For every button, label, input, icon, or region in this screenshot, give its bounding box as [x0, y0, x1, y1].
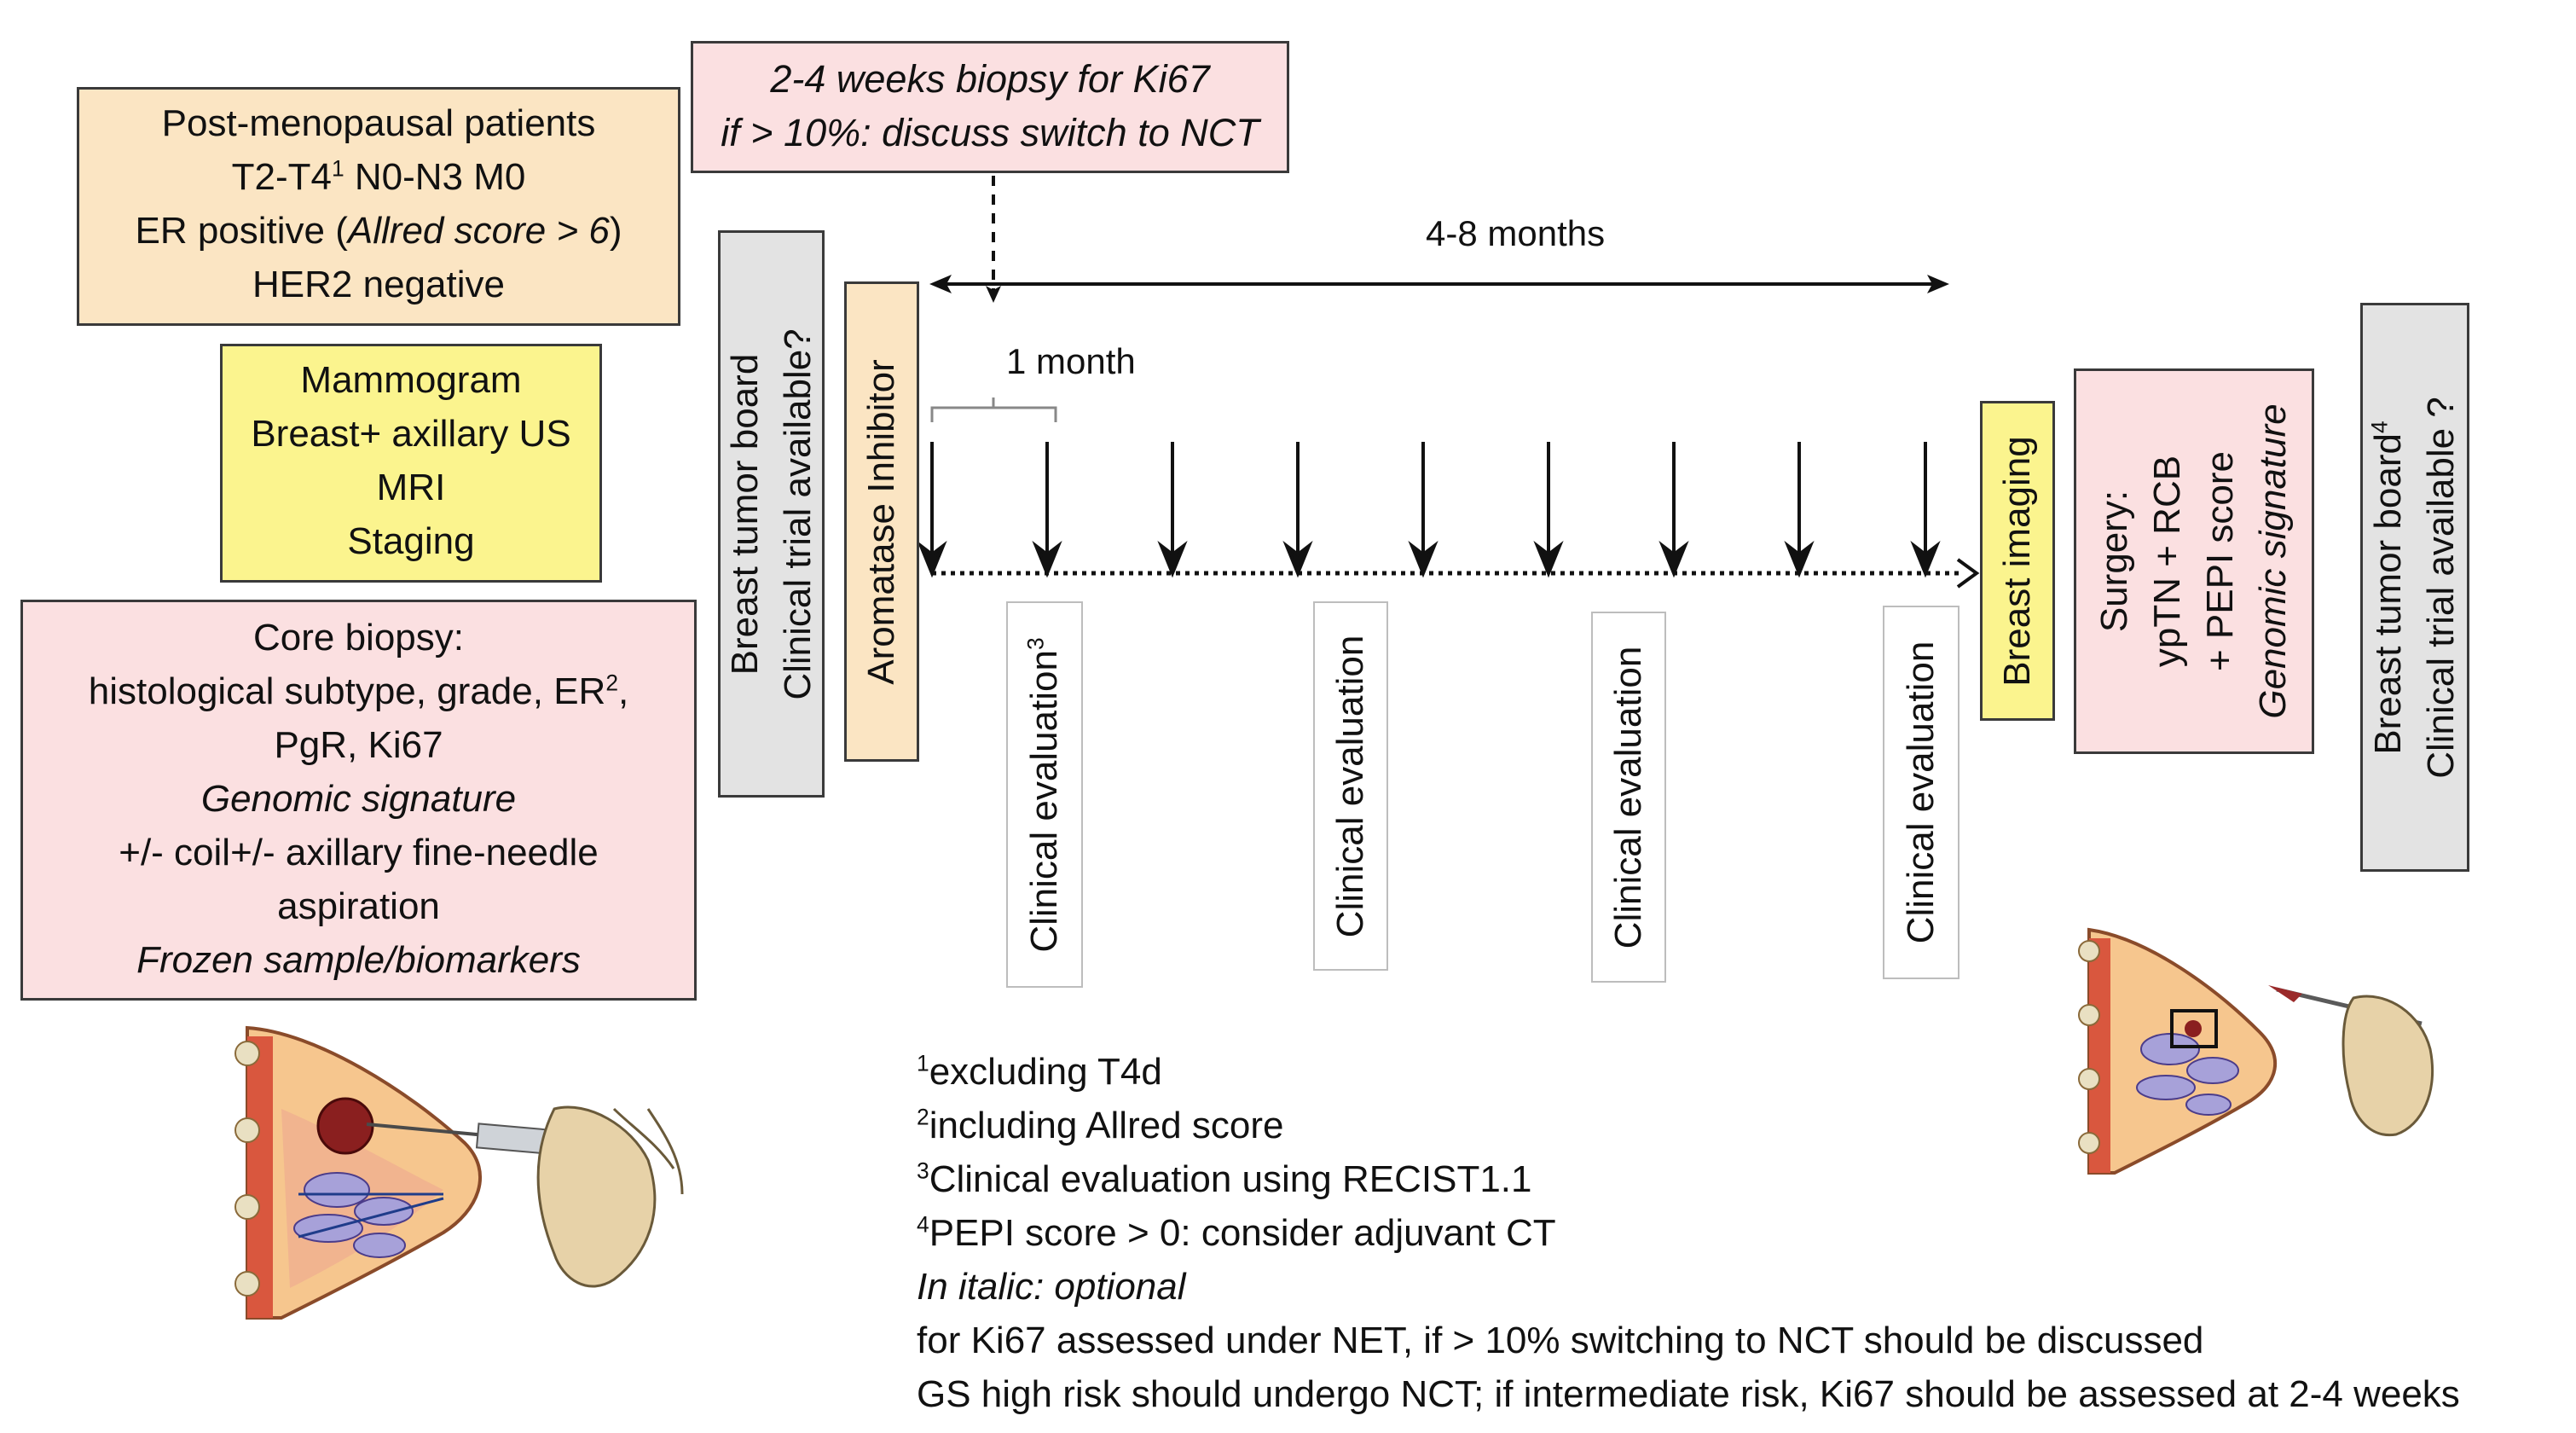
monthly-arrow — [917, 442, 947, 578]
monthly-arrow — [1533, 442, 1564, 578]
interval-label: 1 month — [1006, 341, 1136, 381]
monthly-arrow — [1784, 442, 1815, 578]
tumor-board-2-text: Breast tumor board4 Clinical trial avail… — [2366, 396, 2462, 779]
core-biopsy-line-2: histological subtype, grade, ER2, — [88, 670, 629, 712]
footnote-text: PEPI score > 0: consider adjuvant CT — [929, 1212, 1556, 1254]
footnote-line: for Ki67 assessed under NET, if > 10% sw… — [917, 1314, 2460, 1367]
ki67-line-2: if > 10%: discuss switch to NCT — [721, 111, 1259, 154]
imaging-line-3: MRI — [376, 467, 446, 508]
footnote-text: for Ki67 assessed under NET, if > 10% sw… — [917, 1320, 2204, 1361]
monthly-arrow — [1910, 442, 1941, 578]
patients-line-3: ER positive (Allred score > 6) — [135, 210, 622, 252]
footnote-line: In italic: optional — [917, 1260, 2460, 1314]
core-biopsy-box: Core biopsy: histological subtype, grade… — [20, 600, 697, 1001]
clinical-evaluation-label: Clinical evaluation — [1607, 646, 1649, 949]
timeline-arrowhead — [1956, 558, 1980, 589]
footnote-line: 3Clinical evaluation using RECIST1.1 — [917, 1152, 2460, 1206]
surgery-box: Surgery: ypTN + RCB + PEPI score Genomic… — [2074, 368, 2314, 754]
footnote-line: 4PEPI score > 0: consider adjuvant CT — [917, 1206, 2460, 1260]
imaging-line-2: Breast+ axillary US — [251, 413, 571, 455]
footnote-line: 1excluding T4d — [917, 1045, 2460, 1099]
footnote-text: GS high risk should undergo NCT; if inte… — [917, 1373, 2460, 1415]
surgery-line-2: ypTN + RCB — [2146, 455, 2188, 668]
ki67-line-1: 2-4 weeks biopsy for Ki67 — [770, 57, 1210, 101]
core-biopsy-line-5: +/- coil+/- axillary fine-needle — [119, 832, 599, 873]
ki67-biopsy-box: 2-4 weeks biopsy for Ki67 if > 10%: disc… — [691, 41, 1289, 173]
patients-line-4: HER2 negative — [252, 264, 505, 305]
core-biopsy-title: Core biopsy: — [252, 617, 464, 658]
patients-line-2: T2-T41 N0-N3 M0 — [231, 155, 526, 198]
monthly-arrow — [1408, 442, 1439, 578]
monthly-arrows — [917, 442, 1941, 578]
patients-criteria-box: Post-menopausal patients T2-T41 N0-N3 M0… — [77, 87, 680, 326]
breast-imaging-box: Breast imaging — [1980, 401, 2055, 721]
duration-label: 4-8 months — [1426, 213, 1606, 253]
surgery-line-1: Surgery: — [2093, 490, 2135, 633]
duration-arrow-left-head — [929, 275, 952, 293]
clinical-evaluation-label: Clinical evaluation — [1329, 635, 1371, 937]
month-bracket — [930, 397, 1057, 422]
footnote-marker: 1 — [917, 1050, 929, 1076]
monthly-arrow — [1032, 442, 1062, 578]
tumor-board-box-2: Breast tumor board4 Clinical trial avail… — [2360, 303, 2469, 872]
footnote-line: 2including Allred score — [917, 1099, 2460, 1152]
clinical-evaluation-box: Clinical evaluation — [1313, 601, 1388, 971]
patients-line-1: Post-menopausal patients — [161, 102, 596, 144]
clinical-evaluation-label: Clinical evaluation — [1900, 641, 1942, 944]
footnote-text: including Allred score — [929, 1105, 1284, 1146]
surgery-illustration — [2078, 927, 2434, 1175]
core-biopsy-line-4: Genomic signature — [200, 778, 517, 820]
surgery-line-3: + PEPI score — [2199, 450, 2241, 672]
footnote-marker: 2 — [917, 1104, 929, 1130]
clinical-evaluation-box: Clinical evaluation3 — [1006, 601, 1083, 988]
aromatase-inhibitor-label: Aromatase Inhibitor — [860, 358, 902, 685]
footnote-line: GS high risk should undergo NCT; if inte… — [917, 1367, 2460, 1421]
biopsy-illustration — [234, 1025, 684, 1320]
footnote-marker: 3 — [917, 1157, 929, 1184]
footnote-text: In italic: optional — [917, 1266, 1186, 1308]
clinical-evaluation-box: Clinical evaluation — [1883, 606, 1959, 979]
monthly-arrow — [1658, 442, 1689, 578]
tumor-board-1-text: Breast tumor board Clinical trial availa… — [723, 328, 819, 700]
surgery-line-4: Genomic signature — [2252, 403, 2294, 719]
imaging-line-1: Mammogram — [300, 359, 522, 401]
core-biopsy-line-6: aspiration — [277, 885, 440, 927]
footnote-text: excluding T4d — [929, 1051, 1162, 1093]
tumor-board-box-1: Breast tumor board Clinical trial availa… — [718, 230, 825, 798]
monthly-arrow — [1282, 442, 1313, 578]
core-biopsy-line-3: PgR, Ki67 — [274, 724, 443, 766]
monthly-arrow — [1157, 442, 1188, 578]
surgery-text: Surgery: ypTN + RCB + PEPI score Genomic… — [2088, 403, 2300, 718]
duration-arrow-right-head — [1927, 275, 1949, 293]
footnote-text: Clinical evaluation using RECIST1.1 — [929, 1158, 1532, 1200]
footnote-marker: 4 — [917, 1211, 929, 1238]
imaging-line-4: Staging — [347, 520, 475, 562]
core-biopsy-line-7: Frozen sample/biomarkers — [136, 939, 581, 981]
aromatase-inhibitor-box: Aromatase Inhibitor — [844, 281, 919, 762]
breast-imaging-label: Breast imaging — [1996, 435, 2038, 687]
clinical-evaluation-label: Clinical evaluation — [1023, 649, 1065, 953]
imaging-box: Mammogram Breast+ axillary US MRI Stagin… — [220, 344, 602, 583]
clinical-evaluation-box: Clinical evaluation — [1591, 612, 1666, 983]
